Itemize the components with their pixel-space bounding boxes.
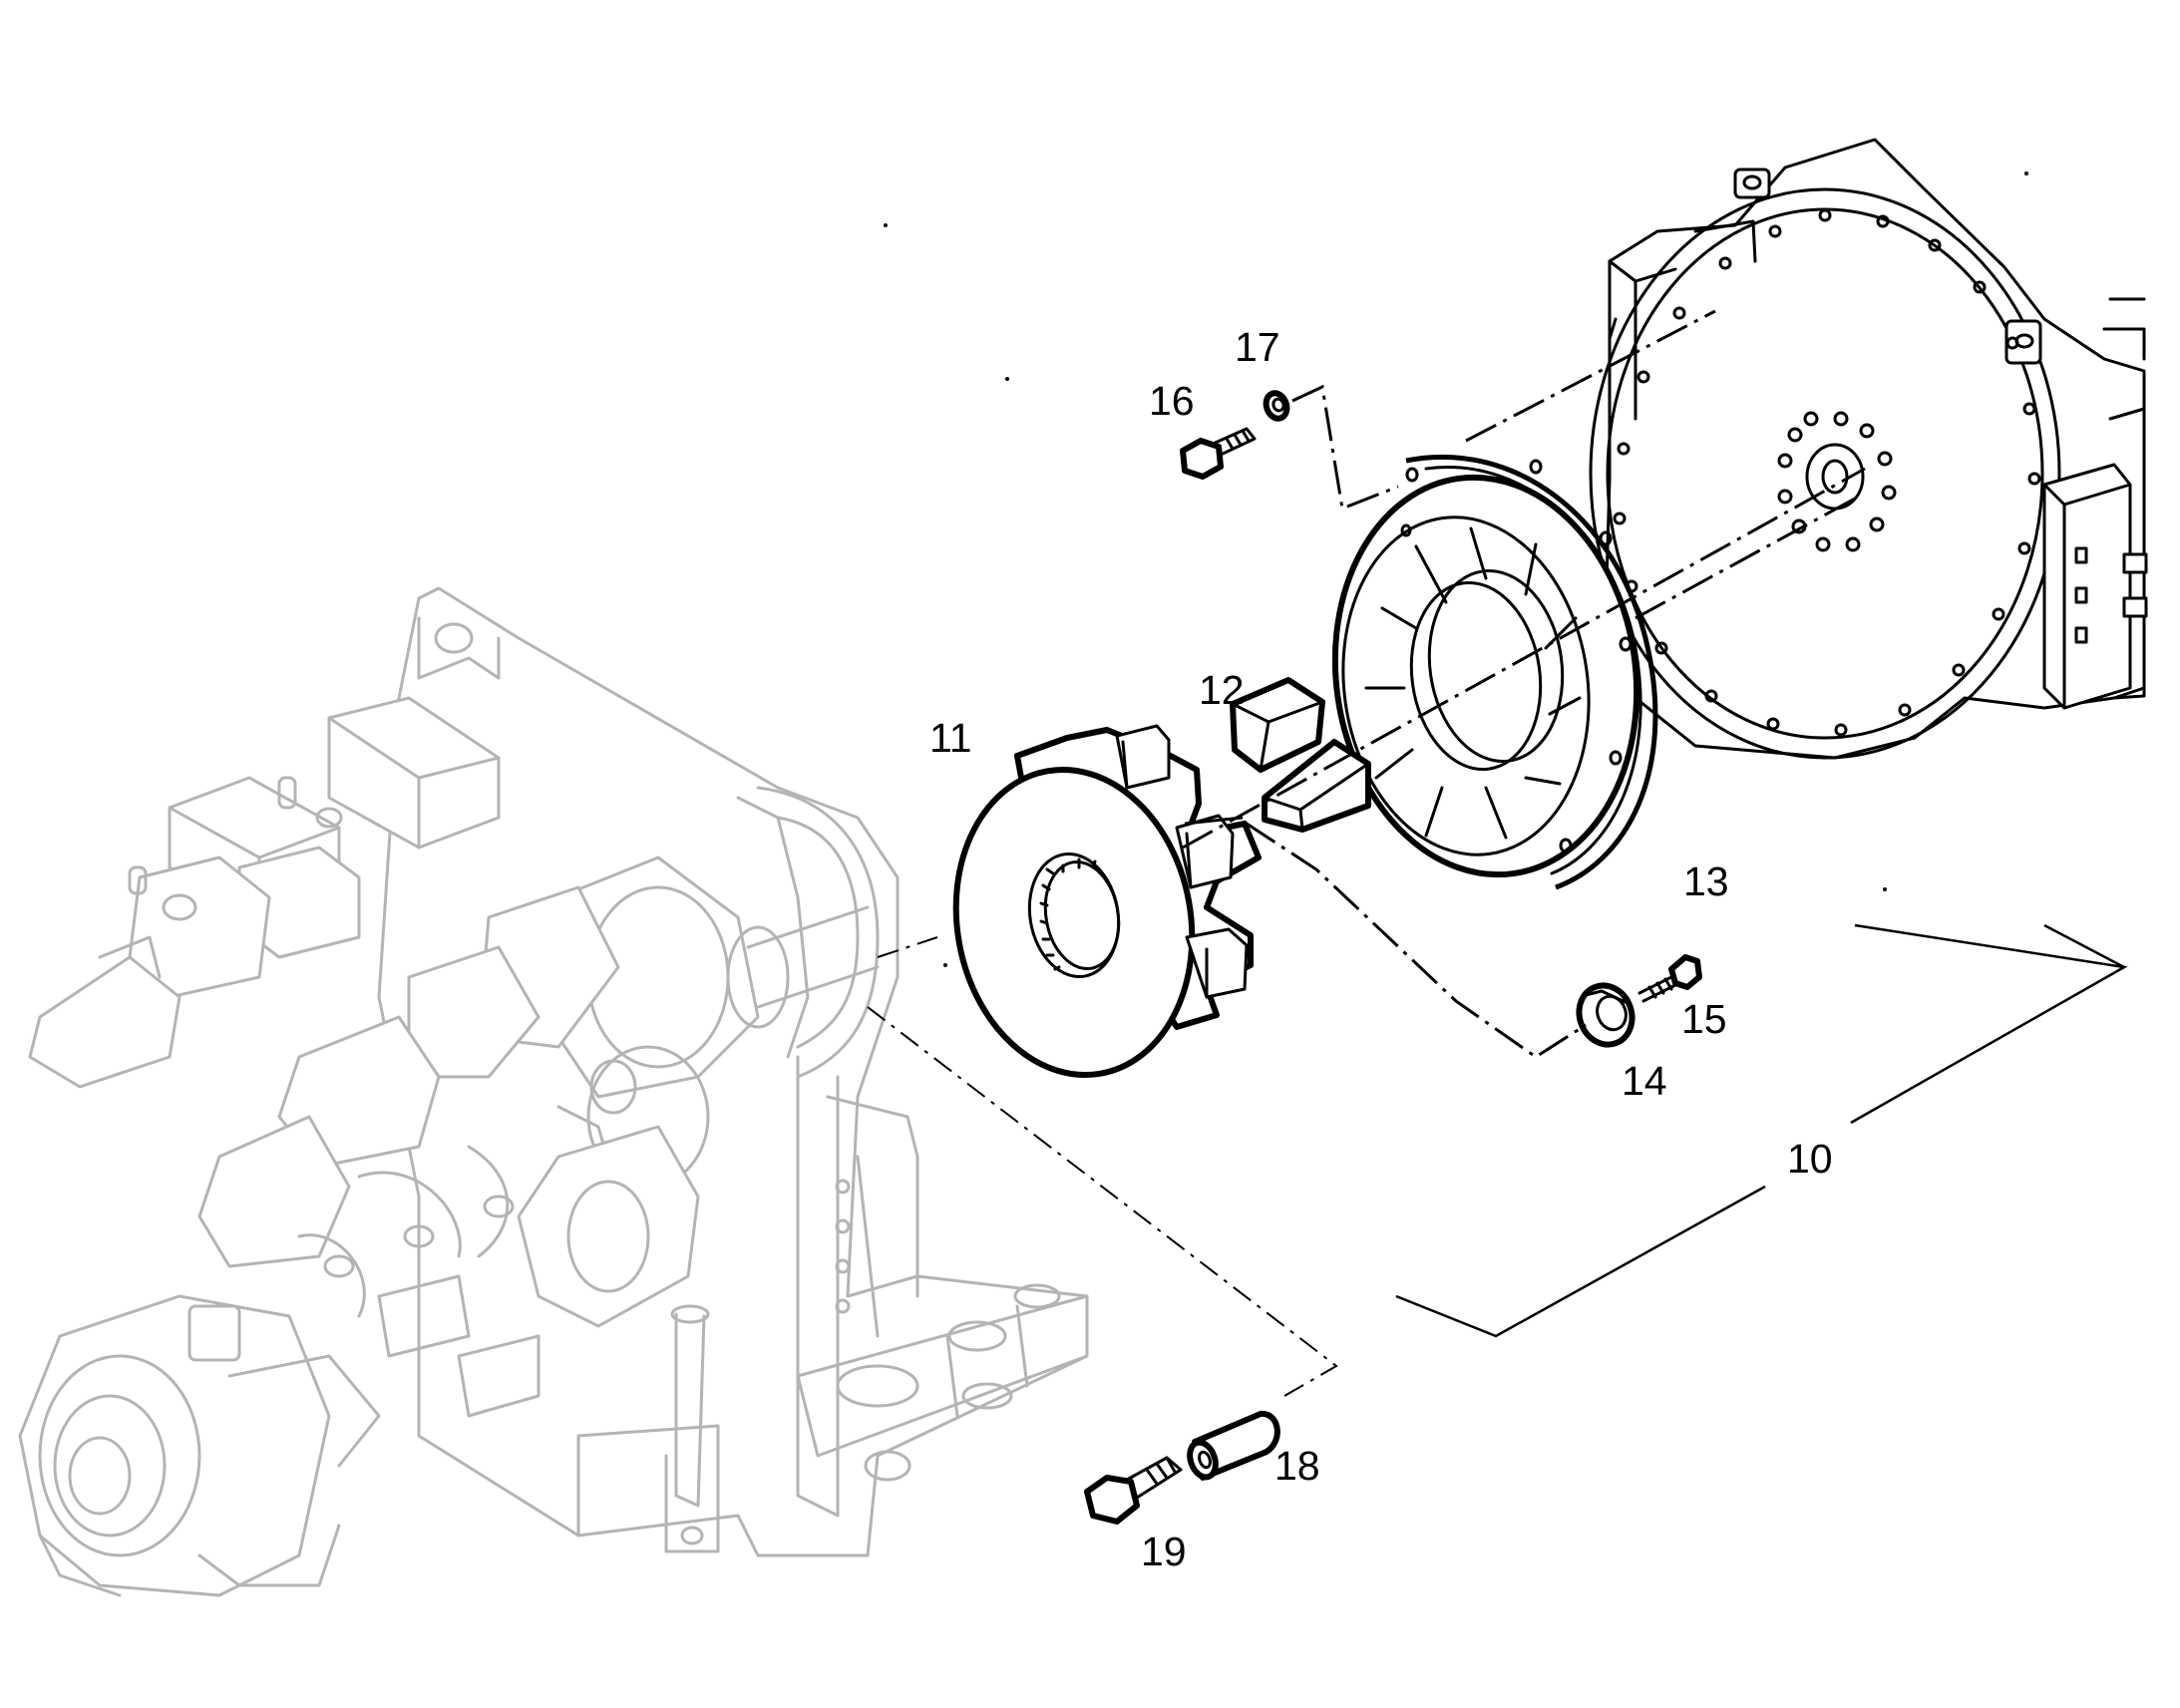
upper-valve-block-ghost — [28, 696, 501, 1089]
part-10-bracket — [1395, 923, 2128, 1338]
assembly-leader-lines — [867, 309, 1866, 1397]
input-shaft-housing-ghost — [726, 905, 880, 1029]
label-part-19: 19 — [1141, 1529, 1187, 1574]
transmission-housing-ghost — [377, 586, 1089, 1557]
label-part-17: 17 — [1235, 324, 1280, 370]
label-part-14: 14 — [1622, 1058, 1667, 1104]
washer-part-14 — [1576, 982, 1635, 1048]
flywheel-bolt-holes — [1613, 208, 2041, 737]
bolt-part-16 — [1180, 427, 1257, 480]
screw-part-15 — [1637, 954, 1702, 1003]
flywheel-housing — [1589, 138, 2148, 760]
scan-specks — [884, 171, 2028, 967]
washer-part-17 — [1263, 390, 1290, 422]
part-labels: 10 11 12 13 14 15 16 17 18 19 — [929, 324, 1833, 1574]
coupling-hub-part-11 — [952, 724, 1262, 1079]
hydraulic-pump-ghost — [197, 855, 760, 1418]
sleeve-part-18 — [1187, 1411, 1280, 1481]
bolt-part-19 — [1084, 1456, 1183, 1525]
label-part-11: 11 — [929, 715, 972, 761]
label-part-12: 12 — [1199, 667, 1245, 713]
label-part-10: 10 — [1787, 1136, 1833, 1182]
label-part-15: 15 — [1681, 996, 1727, 1042]
label-part-16: 16 — [1149, 378, 1195, 424]
label-part-18: 18 — [1274, 1443, 1320, 1489]
dipstick-tube-ghost — [664, 1304, 720, 1553]
front-flange-pump-ghost — [18, 1294, 381, 1597]
label-part-13: 13 — [1683, 858, 1729, 904]
flywheel-hub — [1777, 411, 1897, 552]
elastic-block-part-12 — [1230, 677, 1371, 833]
coupling-flange-part-13 — [1331, 454, 1658, 890]
